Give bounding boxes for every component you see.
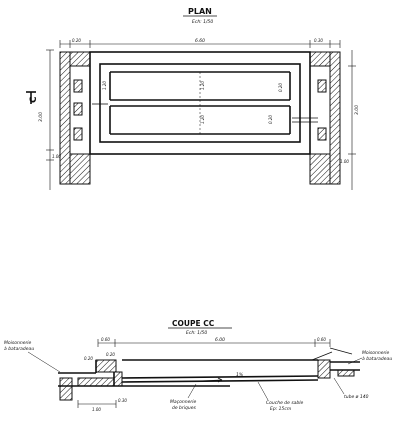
plan-overall-width: 6.60 [195,38,205,44]
plan-dim-small-1: 0.20 [72,38,81,43]
section-label-mid-top: Maçonnerie [170,399,196,405]
section-small-r: 0.20 [106,352,115,357]
plan-view: PLAN Ech: 1/50 6.60 0.20 0.30 3.00 1.00 [26,7,360,190]
section-label-left-bottom: à bataradeau [4,345,34,352]
plan-left-bottom: 1.00 [52,154,61,159]
section-marker-label: C [29,96,39,103]
section-slope: 1% [236,372,243,378]
plan-small-3: 0.20 [278,83,283,92]
section-small-l: 0.20 [84,356,93,361]
section-bottom-left: 1.00 [92,407,101,412]
plan-inner-dimensions: 1.20 1.20 1.20 0.20 0.20 [102,81,283,124]
section-right-dim: 0.60 [317,337,326,342]
plan-left-wall [59,51,91,185]
plan-col-c: 1.20 [200,115,205,124]
section-bottom-right: 0.30 [118,398,127,403]
plan-col-b: 1.20 [200,81,205,90]
section-label-left-top: Moisonnerie [4,340,32,346]
section-label-mid-bottom: de briques [172,405,196,411]
section-label-right-mid-top: Couche de sable [266,400,304,406]
section-label-right-mid-bottom: Ep: 15cm [270,406,292,412]
section-structure: 1% [58,347,360,401]
plan-basin [89,51,318,155]
section-view: COUPE CC Ech: 1/50 6.00 0.60 0.60 Moison… [4,319,392,412]
plan-scale: Ech: 1/50 [192,19,213,25]
section-top-dimensions: 6.00 0.60 0.60 [97,337,331,347]
plan-dim-small-2: 0.30 [314,38,323,43]
section-label-right-top-2: à bataradeau [362,355,392,362]
section-scale: Ech: 1/50 [186,330,207,336]
plan-top-dimensions: 6.60 0.20 0.30 [59,38,341,48]
section-label-tube: tube ø 140 [344,394,369,400]
plan-title: PLAN [188,7,212,16]
plan-small-4: 0.20 [268,115,273,124]
section-left-dim: 0.60 [101,337,110,342]
plan-overall-height: 3.00 [38,112,44,122]
plan-right-dimensions: 3.00 1.00 [340,50,360,190]
plan-right-height: 3.00 [354,105,360,115]
section-label-right-top-1: Moisonnerie [362,350,390,356]
section-bottom-dimensions: 1.00 0.30 0.20 0.20 [77,352,127,412]
section-overall: 6.00 [215,337,225,343]
section-marker-left: C [26,91,39,104]
plan-col-a: 1.20 [102,81,107,90]
section-title: COUPE CC [172,319,215,328]
plan-right-wall [309,51,341,185]
plan-left-dimensions: 3.00 1.00 [38,49,61,190]
plan-right-bottom: 1.00 [340,159,349,164]
